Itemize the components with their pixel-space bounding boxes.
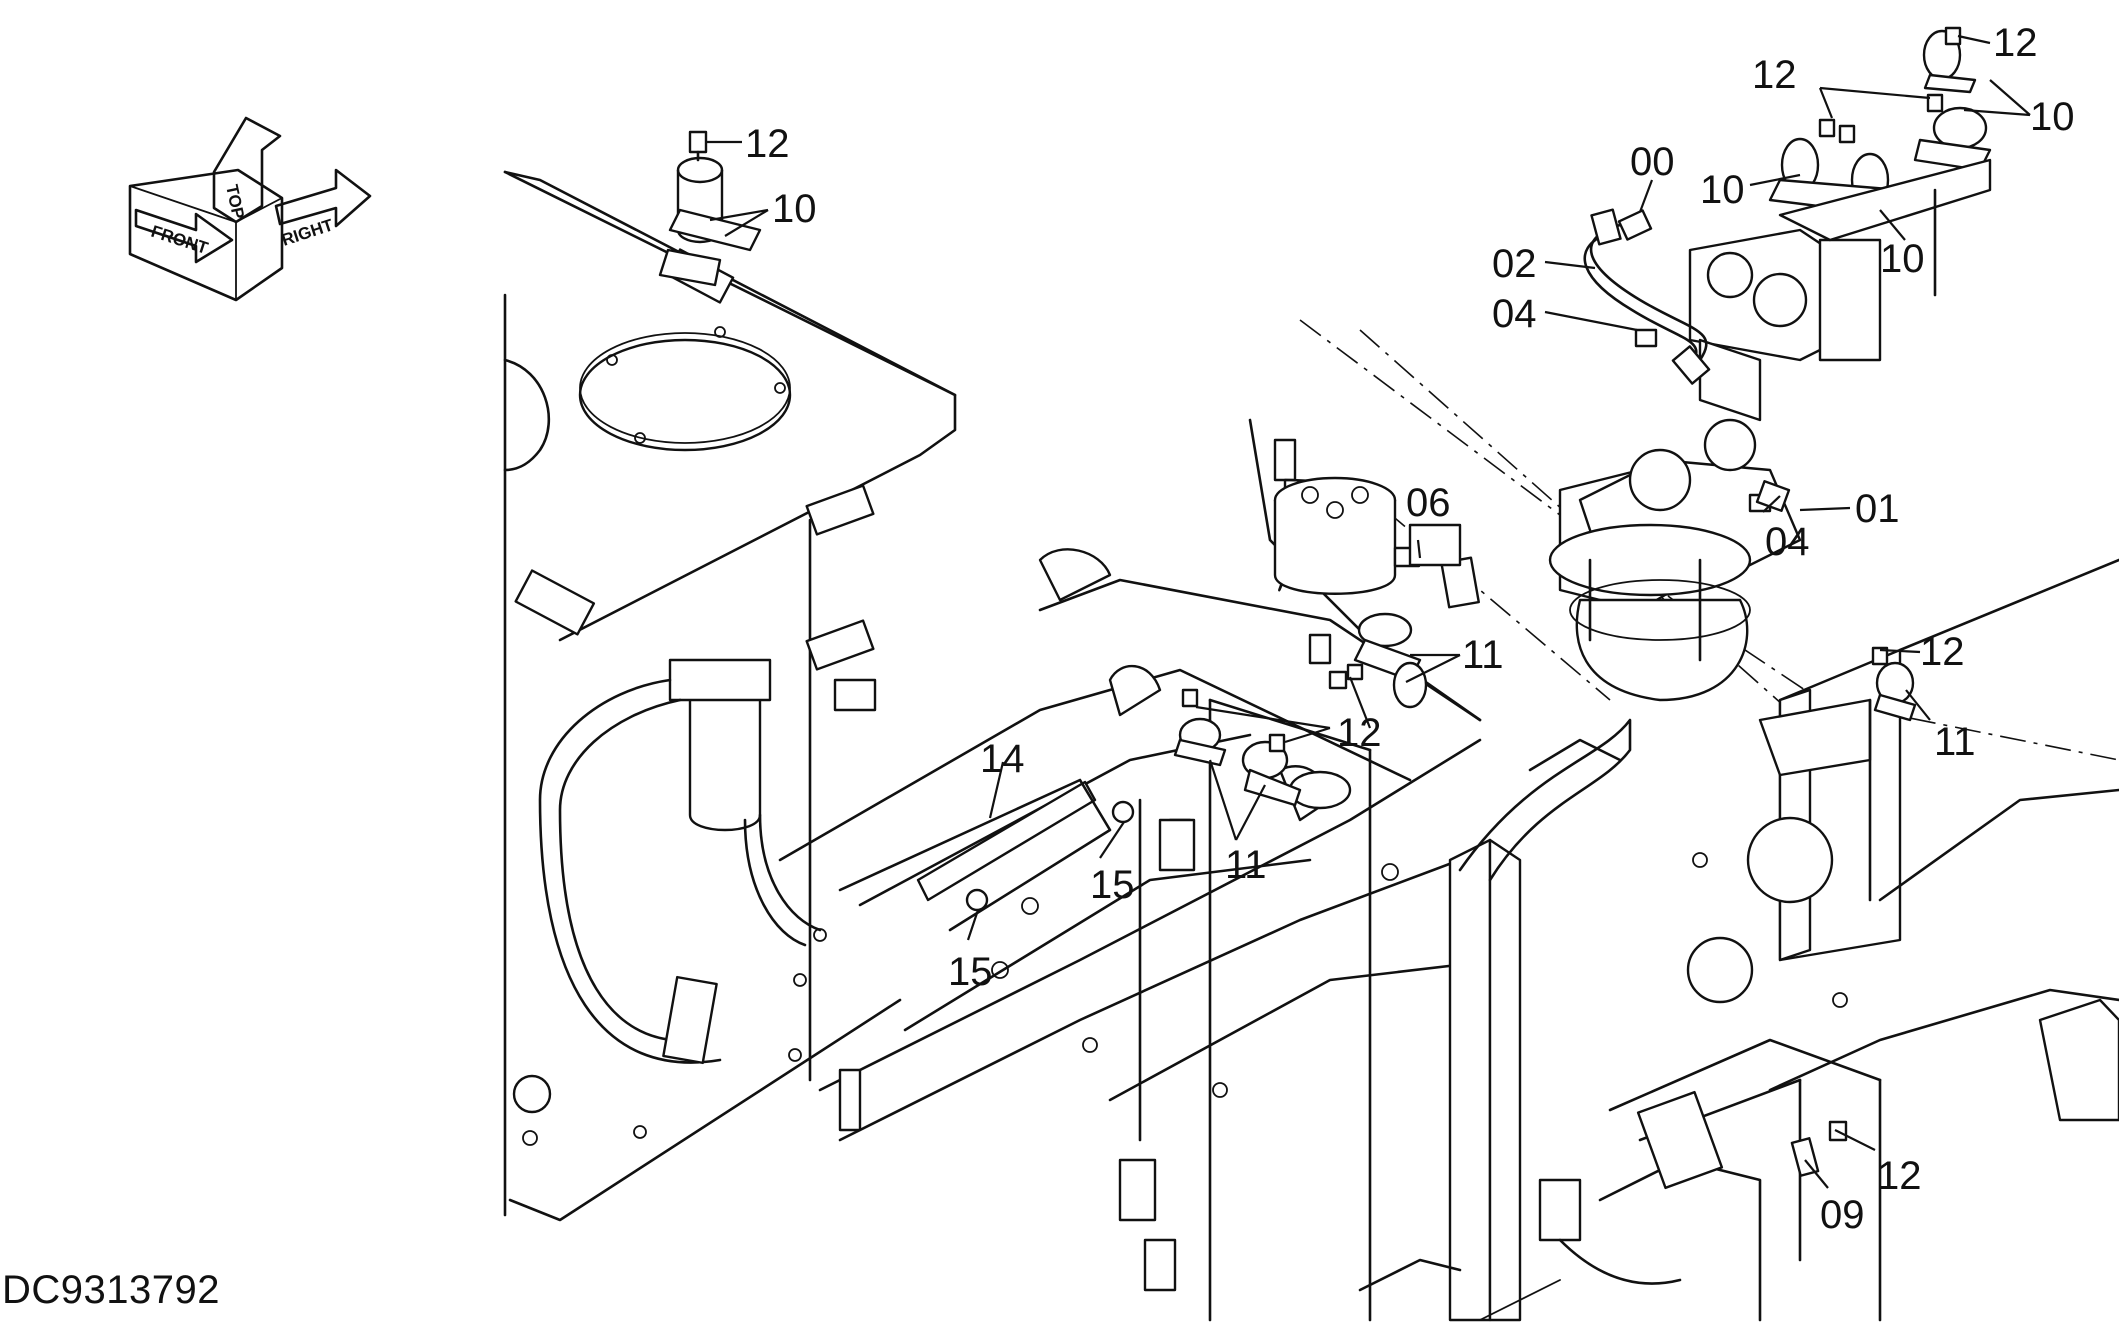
callout-10: 10 xyxy=(1700,168,1745,212)
callout-12: 12 xyxy=(1877,1154,1922,1198)
bolt-icon xyxy=(1328,663,1364,690)
callout-15: 15 xyxy=(948,950,993,994)
clamp-icon xyxy=(1873,661,1917,722)
plate-14 xyxy=(838,778,1112,932)
callout-10: 10 xyxy=(2030,95,2075,139)
bolt-icon xyxy=(1871,646,1889,666)
callout-09: 09 xyxy=(1820,1193,1865,1237)
front-label: FRONT xyxy=(149,222,211,258)
callout-11: 11 xyxy=(1225,843,1267,887)
callout-10: 10 xyxy=(772,187,817,231)
right-label: RIGHT xyxy=(279,215,336,250)
plug-icon xyxy=(965,800,1135,912)
orientation-compass: TOP FRONT RIGHT xyxy=(128,116,372,302)
callout-12: 12 xyxy=(745,122,790,166)
clamp-icon xyxy=(1913,106,1992,172)
fuel-tank xyxy=(503,170,957,1222)
hose-02 xyxy=(1583,208,1711,385)
callout-12: 12 xyxy=(1920,630,1965,674)
hardware-parts xyxy=(658,26,1992,1177)
drawing-id: DC9313792 xyxy=(2,1268,220,1312)
callout-labels: 12 10 00 02 04 04 01 06 11 12 11 12 11 1… xyxy=(745,21,2075,1237)
callout-04: 04 xyxy=(1492,292,1537,336)
callout-10: 10 xyxy=(1880,237,1925,281)
elbow-fitting-icon xyxy=(1617,209,1653,241)
callout-11: 11 xyxy=(1462,633,1504,677)
callout-04: 04 xyxy=(1765,520,1810,564)
bolt-icon xyxy=(1944,26,1962,46)
callout-12: 12 xyxy=(1337,711,1382,755)
callout-00: 00 xyxy=(1630,140,1675,184)
clamp-icon xyxy=(1353,612,1428,709)
leader-lines xyxy=(706,34,2031,1189)
callout-12: 12 xyxy=(1993,21,2038,65)
bolt-icon xyxy=(1181,688,1286,753)
callout-11: 11 xyxy=(1934,720,1976,764)
callout-06: 06 xyxy=(1406,481,1451,525)
callout-12: 12 xyxy=(1752,53,1797,97)
bolt-icon xyxy=(1818,118,1856,144)
clamp-icon xyxy=(1173,717,1302,807)
bolt-icon xyxy=(1926,93,1944,113)
callout-14: 14 xyxy=(980,737,1025,781)
valve-assembly xyxy=(1548,228,1882,702)
bolt-icon xyxy=(688,130,708,162)
callout-01: 01 xyxy=(1855,487,1900,531)
clamp-icon xyxy=(668,156,762,252)
callout-15: 15 xyxy=(1090,863,1135,907)
callout-02: 02 xyxy=(1492,242,1537,286)
